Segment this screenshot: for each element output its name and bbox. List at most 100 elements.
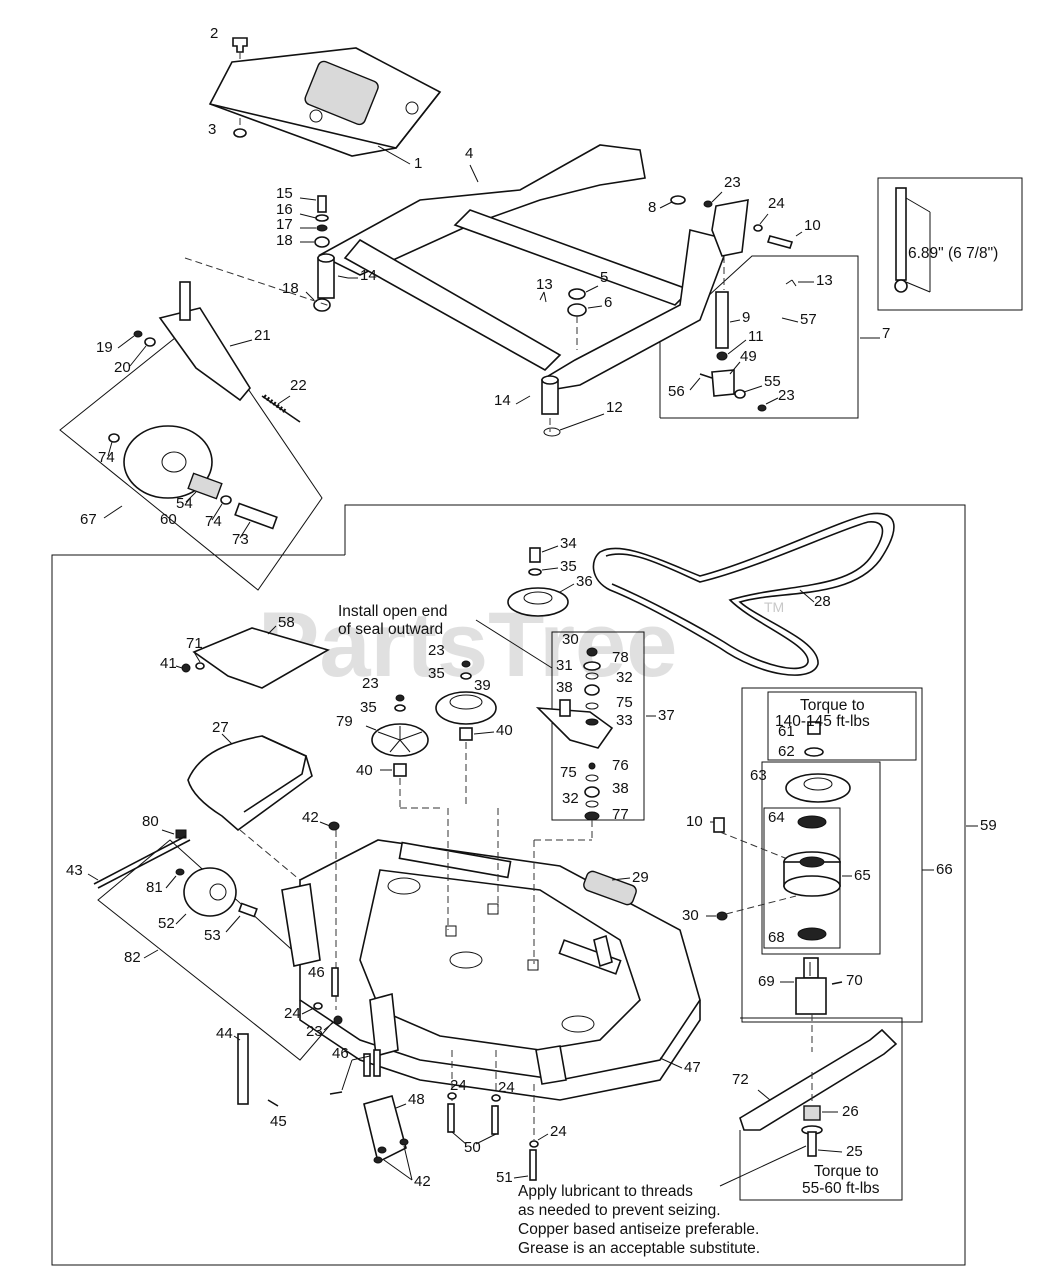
lead-36 — [559, 583, 575, 593]
part-bearing-38b — [584, 786, 600, 798]
part-rod-43 — [93, 835, 187, 885]
callout-c74b: 74 — [205, 513, 222, 530]
lead-11 — [727, 339, 747, 355]
part-nut-41 — [181, 663, 191, 673]
callout-c52: 52 — [158, 915, 175, 932]
callout-c9: 9 — [742, 309, 750, 326]
part-roller-55 — [734, 389, 746, 399]
lead-22 — [277, 395, 291, 405]
lead-74 — [107, 441, 113, 457]
lube-note-line1: Apply lubricant to threads — [518, 1183, 693, 1200]
callout-c35a: 35 — [560, 558, 577, 575]
part-washer-71 — [195, 662, 205, 670]
callout-c47: 47 — [684, 1059, 701, 1076]
callout-c11: 11 — [748, 328, 764, 345]
lead-10 — [795, 231, 803, 237]
part-washer-24c — [447, 1092, 457, 1100]
spindle-subbox-b — [761, 761, 881, 955]
callout-c68: 68 — [768, 929, 785, 946]
callout-c75b: 75 — [560, 764, 577, 781]
part-nut-30 — [586, 647, 598, 657]
callout-c38a: 38 — [556, 679, 573, 696]
part-washer-20 — [144, 337, 156, 347]
lead-18b — [305, 291, 315, 301]
part-pin-76 — [588, 762, 596, 770]
lead-74b — [211, 503, 223, 521]
callout-c40b: 40 — [356, 762, 373, 779]
part-bracket-48 — [363, 1095, 407, 1164]
callout-c1: 1 — [414, 155, 422, 172]
part-caster-wheel — [123, 425, 213, 499]
part-nut-61 — [807, 721, 821, 735]
lead-42b — [383, 1159, 413, 1181]
part-bolt-10b — [713, 817, 725, 833]
lead-54 — [185, 491, 197, 503]
lead-8 — [659, 201, 673, 209]
callout-c48: 48 — [408, 1091, 425, 1108]
lead-34 — [541, 545, 559, 553]
part-pin-14 — [337, 275, 349, 279]
callout-c35c: 35 — [360, 699, 377, 716]
callout-c2: 2 — [210, 25, 218, 42]
part-pulley-63 — [785, 773, 851, 803]
part-caster-fork — [158, 307, 251, 402]
part-washer-35 — [528, 568, 542, 576]
wheel-hub — [161, 451, 187, 473]
part-washer-24b — [313, 1002, 323, 1010]
part-key-70 — [831, 981, 843, 985]
lead-16 — [299, 213, 317, 219]
callout-c46b: 46 — [332, 1045, 349, 1062]
lead-42 — [319, 821, 331, 827]
part-bolt-81 — [175, 868, 185, 876]
part-bolt-46c — [363, 1053, 371, 1077]
parts-spindle — [719, 721, 978, 1187]
lead-43 — [87, 873, 99, 881]
callout-c25: 25 — [846, 1143, 863, 1160]
part-nut-19 — [133, 330, 143, 338]
callout-c57: 57 — [800, 311, 817, 328]
callout-c10a: 10 — [804, 217, 821, 234]
wheel-52-hub — [209, 883, 227, 901]
callout-c19: 19 — [96, 339, 113, 356]
part-spring-29 — [583, 870, 637, 906]
callout-c76: 76 — [612, 757, 629, 774]
part-shield-58 — [192, 627, 331, 689]
callout-c38b: 38 — [612, 780, 629, 797]
lead-23e — [323, 1021, 335, 1031]
part-bolt-46b — [373, 1049, 381, 1077]
part-washer-8 — [670, 195, 686, 205]
part-bolt-25 — [807, 1131, 817, 1157]
lead-lube-note — [719, 1145, 807, 1187]
part-deck-shell-47 — [281, 839, 701, 1101]
callout-c36: 36 — [576, 573, 593, 590]
rod-43-edge — [97, 839, 191, 889]
part-nut-23 — [703, 200, 713, 208]
part-nut-42b — [373, 1156, 383, 1164]
part-bushing-18 — [314, 236, 330, 248]
callout-c8: 8 — [648, 199, 656, 216]
part-nut-23c — [461, 660, 471, 668]
callout-c32b: 32 — [562, 790, 579, 807]
callout-c39: 39 — [474, 677, 491, 694]
lead-81 — [165, 875, 177, 889]
part-bolt-50 — [447, 1103, 455, 1133]
lead-42c — [403, 1145, 413, 1181]
lead-47 — [659, 1057, 683, 1069]
callout-c20: 20 — [114, 359, 131, 376]
part-spacer-74 — [108, 433, 120, 443]
part-seal-77 — [584, 811, 600, 821]
watermark-tm: TM — [764, 599, 784, 615]
lead-53 — [225, 915, 241, 933]
callout-c22: 22 — [290, 377, 307, 394]
lead-52 — [175, 913, 187, 925]
callout-c30a: 30 — [562, 631, 579, 648]
lead-56 — [689, 377, 701, 391]
parts-top — [103, 37, 931, 539]
lead-1 — [377, 145, 411, 165]
callout-c24a: 24 — [768, 195, 785, 212]
part-ring-75 — [585, 702, 599, 710]
dimension-label: 6.89" (6 7/8") — [908, 245, 998, 262]
lead-4 — [469, 164, 479, 183]
part-seal-78 — [583, 661, 601, 671]
